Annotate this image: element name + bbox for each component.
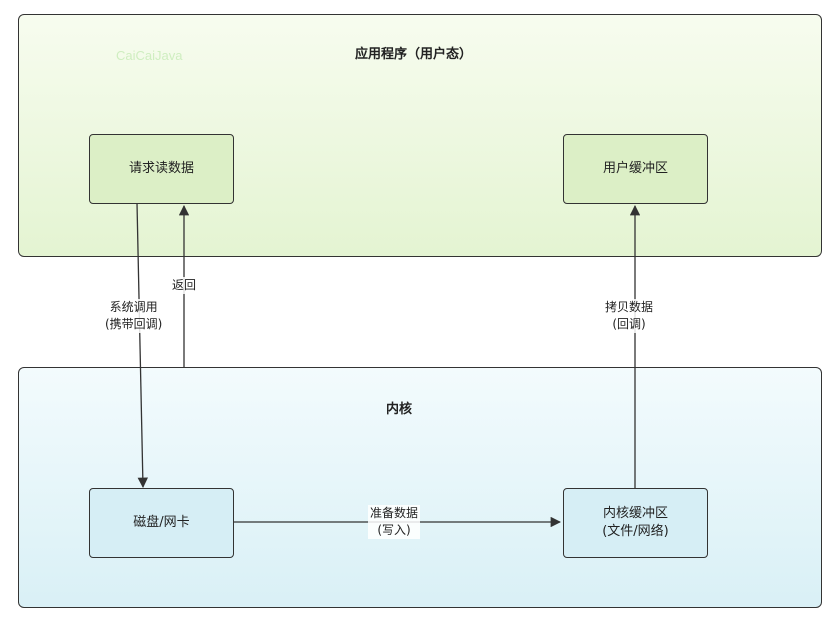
copy-label-line1: 拷贝数据 [605, 300, 654, 314]
prepare-label: 准备数据 (写入) [368, 505, 421, 539]
return-label: 返回 [170, 277, 199, 294]
request-read-label: 请求读数据 [128, 161, 194, 176]
request-read-node: 请求读数据 [89, 134, 234, 204]
user-buffer-label: 用户缓冲区 [602, 161, 668, 176]
syscall-label-line1: 系统调用 [109, 300, 158, 314]
watermark: CaiCaiJava [116, 48, 183, 63]
kernel-buffer-label: 内核缓冲区 [602, 506, 668, 521]
kernel-buffer-sublabel: (文件/网络) [602, 524, 669, 539]
syscall-label-line2: (携带回调) [105, 317, 163, 331]
disk-nic-node: 磁盘/网卡 [89, 488, 234, 558]
prepare-label-line1: 准备数据 [370, 506, 419, 520]
copy-label-line2: (回调) [612, 317, 646, 331]
kernel-buffer-node: 内核缓冲区 (文件/网络) [563, 488, 708, 558]
user-buffer-node: 用户缓冲区 [563, 134, 708, 204]
disk-nic-label: 磁盘/网卡 [133, 515, 190, 530]
kernel-region-title: 内核 [386, 402, 413, 417]
copy-label: 拷贝数据 (回调) [603, 299, 656, 333]
syscall-label: 系统调用 (携带回调) [103, 299, 165, 333]
prepare-label-line2: (写入) [377, 523, 411, 537]
kernel-region [18, 367, 822, 608]
user-region-title: 应用程序（用户态） [355, 47, 473, 62]
